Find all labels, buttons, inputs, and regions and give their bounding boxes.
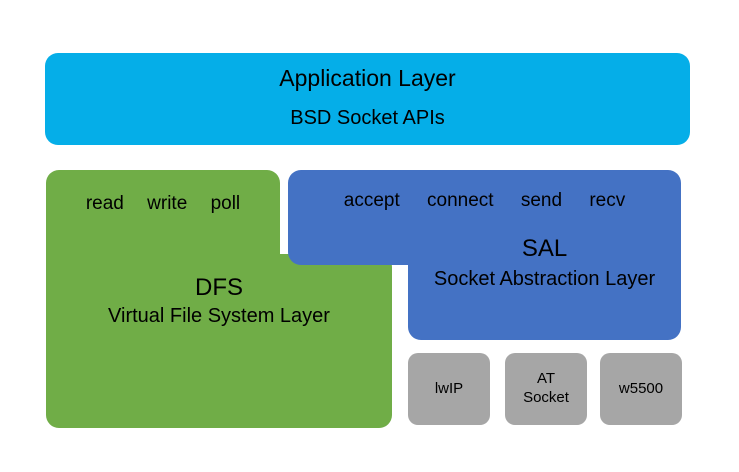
- dfs-api-poll: poll: [210, 193, 241, 214]
- sal-api-recv: recv: [589, 190, 626, 211]
- dfs-api-read: read: [85, 193, 124, 214]
- sal-layer-title: SAL: [521, 235, 568, 262]
- dfs-layer-shape: [46, 170, 392, 428]
- driver-box-lwip: lwIP: [408, 353, 490, 425]
- driver-label-lwip-line1: lwIP: [434, 379, 464, 397]
- sal-api-list: accept connect send recv: [288, 190, 681, 211]
- driver-box-w5500: w5500: [600, 353, 682, 425]
- driver-box-at-socket: AT Socket: [505, 353, 587, 425]
- sal-api-connect: connect: [427, 190, 494, 211]
- dfs-layer-subtitle: Virtual File System Layer: [108, 305, 330, 327]
- driver-shape-at-socket: [505, 353, 587, 425]
- sal-layer-subtitle: Socket Abstraction Layer: [433, 268, 656, 290]
- driver-label-at-socket-line2: Socket: [523, 389, 569, 406]
- dfs-api-list: read write poll: [46, 193, 280, 214]
- application-layer-title: Application Layer: [279, 65, 456, 91]
- sal-layer-shape: [288, 170, 681, 340]
- driver-label-at-socket-line1: AT: [536, 370, 556, 388]
- sal-api-send: send: [520, 190, 563, 211]
- sal-api-accept: accept: [343, 190, 400, 211]
- driver-label-w5500-line1: w5500: [618, 379, 664, 397]
- driver-shape-w5500: [600, 353, 682, 425]
- application-layer-shape: [45, 53, 690, 145]
- application-layer-subtitle: BSD Socket APIs: [290, 107, 445, 129]
- driver-shape-lwip: [408, 353, 490, 425]
- dfs-layer-title: DFS: [195, 274, 243, 301]
- dfs-api-write: write: [147, 193, 188, 214]
